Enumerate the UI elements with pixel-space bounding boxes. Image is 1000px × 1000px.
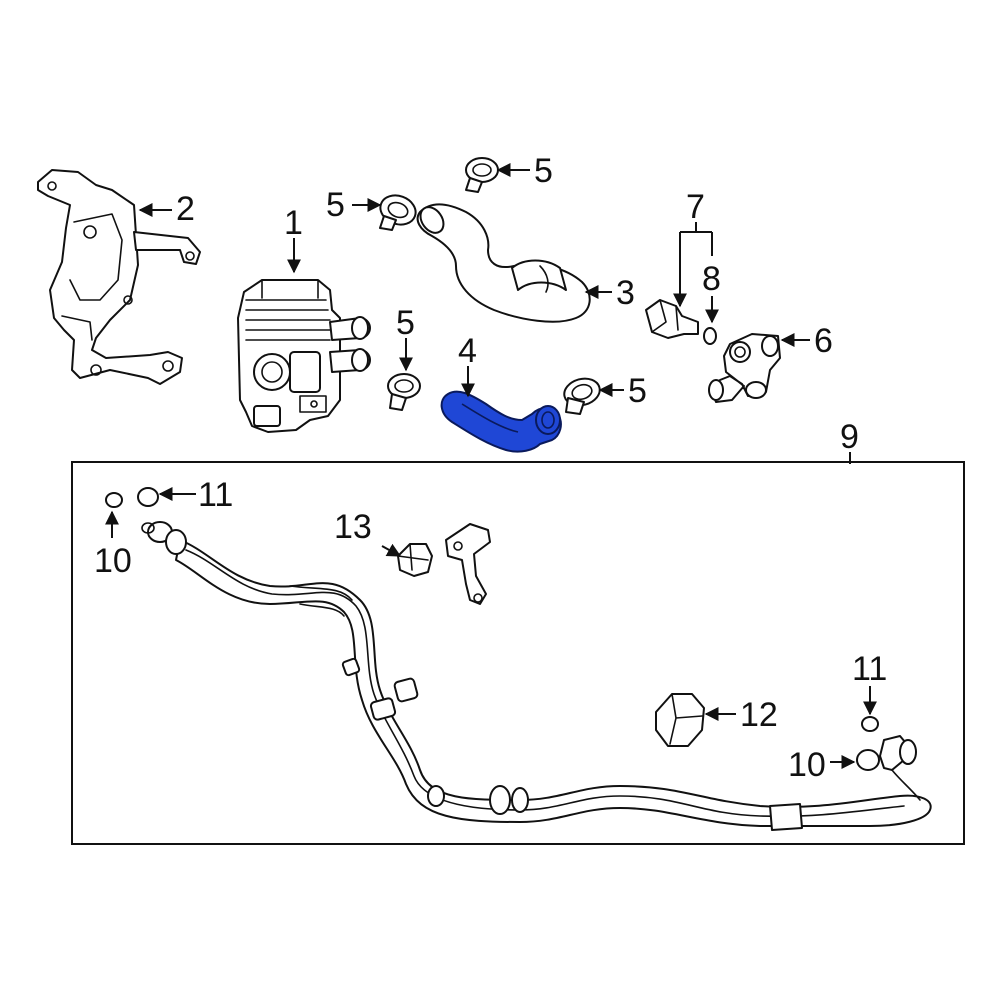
callout-4: 4 — [458, 332, 477, 370]
o-ring-part-8[interactable] — [703, 327, 717, 345]
callout-1: 1 — [284, 204, 303, 242]
callout-5-top-right: 5 — [534, 152, 553, 190]
o-ring-part-11-right[interactable] — [861, 716, 879, 732]
heater-module-part-1[interactable] — [237, 279, 371, 433]
callout-5-middle-left: 5 — [396, 304, 415, 342]
callout-3: 3 — [616, 274, 635, 312]
bracket-part-2[interactable] — [37, 169, 201, 385]
callout-12: 12 — [740, 696, 778, 734]
sensor-part-7[interactable] — [645, 299, 699, 339]
leader-lines — [105, 163, 877, 769]
clamp-part-5-c[interactable] — [387, 373, 421, 411]
callout-2: 2 — [176, 190, 195, 228]
hose-part-4-highlighted[interactable] — [440, 390, 562, 453]
callout-6: 6 — [814, 322, 833, 360]
o-ring-part-11-left[interactable] — [137, 487, 159, 507]
clamp-part-5-d[interactable] — [561, 375, 603, 415]
callout-labels: 1 2 3 4 5 5 5 5 6 7 8 9 10 11 13 12 11 1… — [94, 152, 887, 784]
clamp-part-5-a[interactable] — [376, 191, 419, 231]
callout-7: 7 — [686, 188, 705, 226]
clamp-part-5-b[interactable] — [465, 157, 499, 193]
clip-part-12[interactable] — [655, 693, 705, 747]
callout-11-left: 11 — [198, 476, 233, 514]
callout-10-left: 10 — [94, 542, 132, 580]
callout-9: 9 — [840, 418, 859, 456]
callout-5-top-left: 5 — [326, 186, 345, 224]
coolant-lines-part-9[interactable] — [141, 521, 932, 831]
callout-8: 8 — [702, 260, 721, 298]
callout-10-right: 10 — [788, 746, 826, 784]
hose-part-3[interactable] — [416, 203, 591, 323]
clip-part-13[interactable] — [397, 523, 491, 605]
callout-13: 13 — [334, 508, 372, 546]
fitting-part-6[interactable] — [708, 333, 781, 403]
callout-11-right: 11 — [852, 650, 887, 688]
assembly-frame — [71, 461, 965, 845]
callout-5-middle-right: 5 — [628, 372, 647, 410]
o-ring-part-10-left[interactable] — [105, 492, 123, 508]
o-ring-part-10-right[interactable] — [856, 749, 880, 771]
